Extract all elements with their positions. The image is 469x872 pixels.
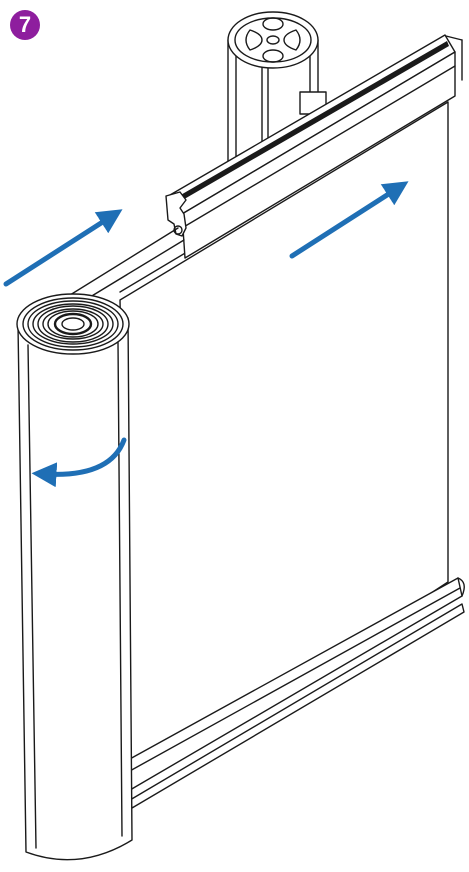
roll-rotation-arrow [31, 437, 127, 488]
shift-right-arrow [289, 181, 409, 259]
fabric-roll [16, 293, 133, 861]
slide-in-arrow [3, 209, 123, 287]
step-number-badge: 7 [10, 10, 40, 40]
top-profile-rail [165, 34, 463, 259]
